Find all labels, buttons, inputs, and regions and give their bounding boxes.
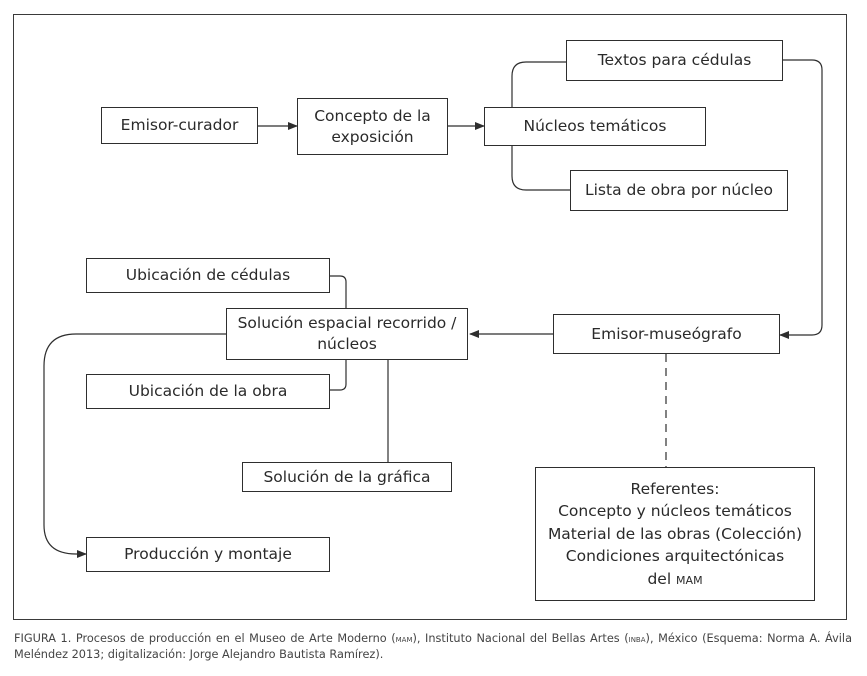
node-lista-obra: Lista de obra por núcleo — [570, 170, 788, 211]
node-emisor-curador: Emisor-curador — [101, 107, 258, 144]
node-textos-cedulas: Textos para cédulas — [566, 40, 783, 81]
referentes-line-1: Concepto y núcleos temáticos — [558, 502, 792, 521]
figure-caption: FIGURA 1. Procesos de producción en el M… — [14, 631, 852, 662]
caption-part-2: ), Instituto Nacional del Bellas Artes ( — [412, 632, 629, 645]
caption-abbr-1: MAM — [395, 633, 413, 645]
referentes-line-4-abbr: MAM — [676, 569, 703, 588]
referentes-title: Referentes: — [630, 479, 720, 498]
referentes-line-2: Material de las obras (Colección) — [547, 524, 803, 543]
node-solucion-grafica: Solución de la gráfica — [242, 462, 452, 492]
referentes-line-4-text: del — [647, 569, 677, 588]
referentes-line-4: del MAM — [647, 568, 702, 590]
figure-frame — [13, 14, 847, 620]
arrow-solucion-to-produccion — [43, 333, 226, 558]
node-solucion-espacial: Solución espacial recorrido / núcleos — [226, 308, 468, 360]
node-ubicacion-obra: Ubicación de la obra — [86, 374, 330, 409]
caption-abbr-2: INBA — [628, 633, 646, 645]
node-produccion-montaje: Producción y montaje — [86, 537, 330, 572]
caption-part-1: FIGURA 1. Procesos de producción en el M… — [14, 632, 396, 645]
node-emisor-museografo: Emisor-museógrafo — [553, 314, 780, 354]
caption-part-3: ), México (Esquema: Norma A. Ávila Melén… — [14, 632, 852, 661]
referentes-line-3: Condiciones arquitectónicas — [565, 547, 785, 566]
arrow-textos-to-museografo — [779, 59, 823, 339]
node-nucleos-tematicos: Núcleos temáticos — [484, 107, 706, 146]
node-concepto-exposicion: Concepto de la exposición — [297, 98, 448, 155]
node-ubicacion-cedulas: Ubicación de cédulas — [86, 258, 330, 293]
node-referentes: Referentes: Concepto y núcleos temáticos… — [535, 467, 815, 601]
